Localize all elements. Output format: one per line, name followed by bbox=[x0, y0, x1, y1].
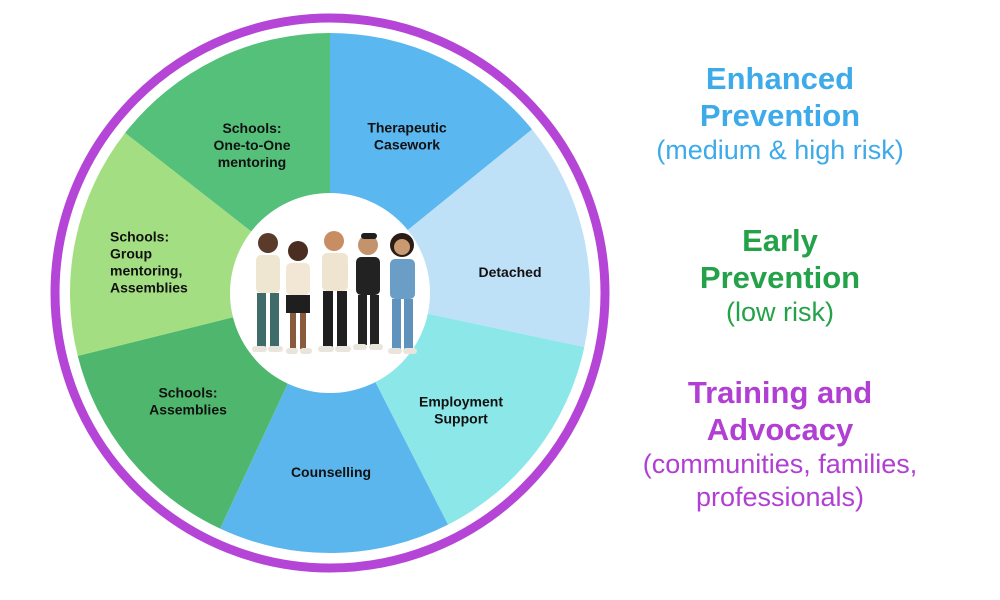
segment-label-line: Employment bbox=[419, 394, 503, 410]
segment-label-line: Detached bbox=[478, 264, 541, 280]
segment-label-line: mentoring, bbox=[110, 263, 182, 279]
legend-training-and-advocacy: Training and Advocacy (communities, fami… bbox=[600, 374, 960, 513]
legend-enhanced-prevention: Enhanced Prevention (medium & high risk) bbox=[600, 60, 960, 167]
legend-subtitle-line: (low risk) bbox=[726, 297, 834, 328]
legend-title-line: Prevention bbox=[699, 260, 861, 296]
segment-label-line: Assemblies bbox=[110, 280, 188, 296]
segment-label-line: Counselling bbox=[291, 464, 371, 480]
segment-label: Schools:Assemblies bbox=[149, 385, 227, 418]
legend-title-line: Enhanced bbox=[705, 61, 855, 96]
wheel-segment bbox=[220, 293, 449, 553]
segment-label-line: Support bbox=[434, 411, 488, 427]
legend-subtitle-line: (medium & high risk) bbox=[656, 135, 904, 166]
person-2 bbox=[286, 241, 312, 354]
segment-label-line: Assemblies bbox=[149, 402, 227, 418]
legend-title-line: Prevention bbox=[699, 98, 861, 134]
segment-label-line: Therapeutic bbox=[367, 120, 447, 136]
legend-title-line: Training and bbox=[687, 375, 873, 410]
legend-subtitle-line: professionals) bbox=[695, 481, 865, 512]
segment-label-line: mentoring bbox=[218, 154, 286, 170]
segment-label-line: One-to-One bbox=[214, 137, 291, 153]
legend-title-line: Advocacy bbox=[706, 412, 854, 448]
group-of-young-people-illustration bbox=[252, 231, 417, 354]
segment-label: Detached bbox=[478, 264, 541, 280]
person-1 bbox=[252, 233, 283, 352]
segment-label-line: Schools: bbox=[110, 229, 169, 245]
person-4 bbox=[353, 233, 383, 350]
person-3 bbox=[318, 231, 351, 352]
segment-label: Counselling bbox=[291, 464, 371, 480]
segment-label-line: Casework bbox=[374, 137, 440, 153]
person-5 bbox=[388, 233, 417, 354]
legend-title-line: Early bbox=[742, 223, 818, 258]
segment-label-line: Schools: bbox=[222, 120, 281, 136]
legend-subtitle-line: (communities, families, bbox=[642, 449, 918, 480]
segment-label-line: Schools: bbox=[158, 385, 217, 401]
legend-early-prevention: Early Prevention (low risk) bbox=[600, 222, 960, 329]
segment-label-line: Group bbox=[110, 246, 152, 262]
